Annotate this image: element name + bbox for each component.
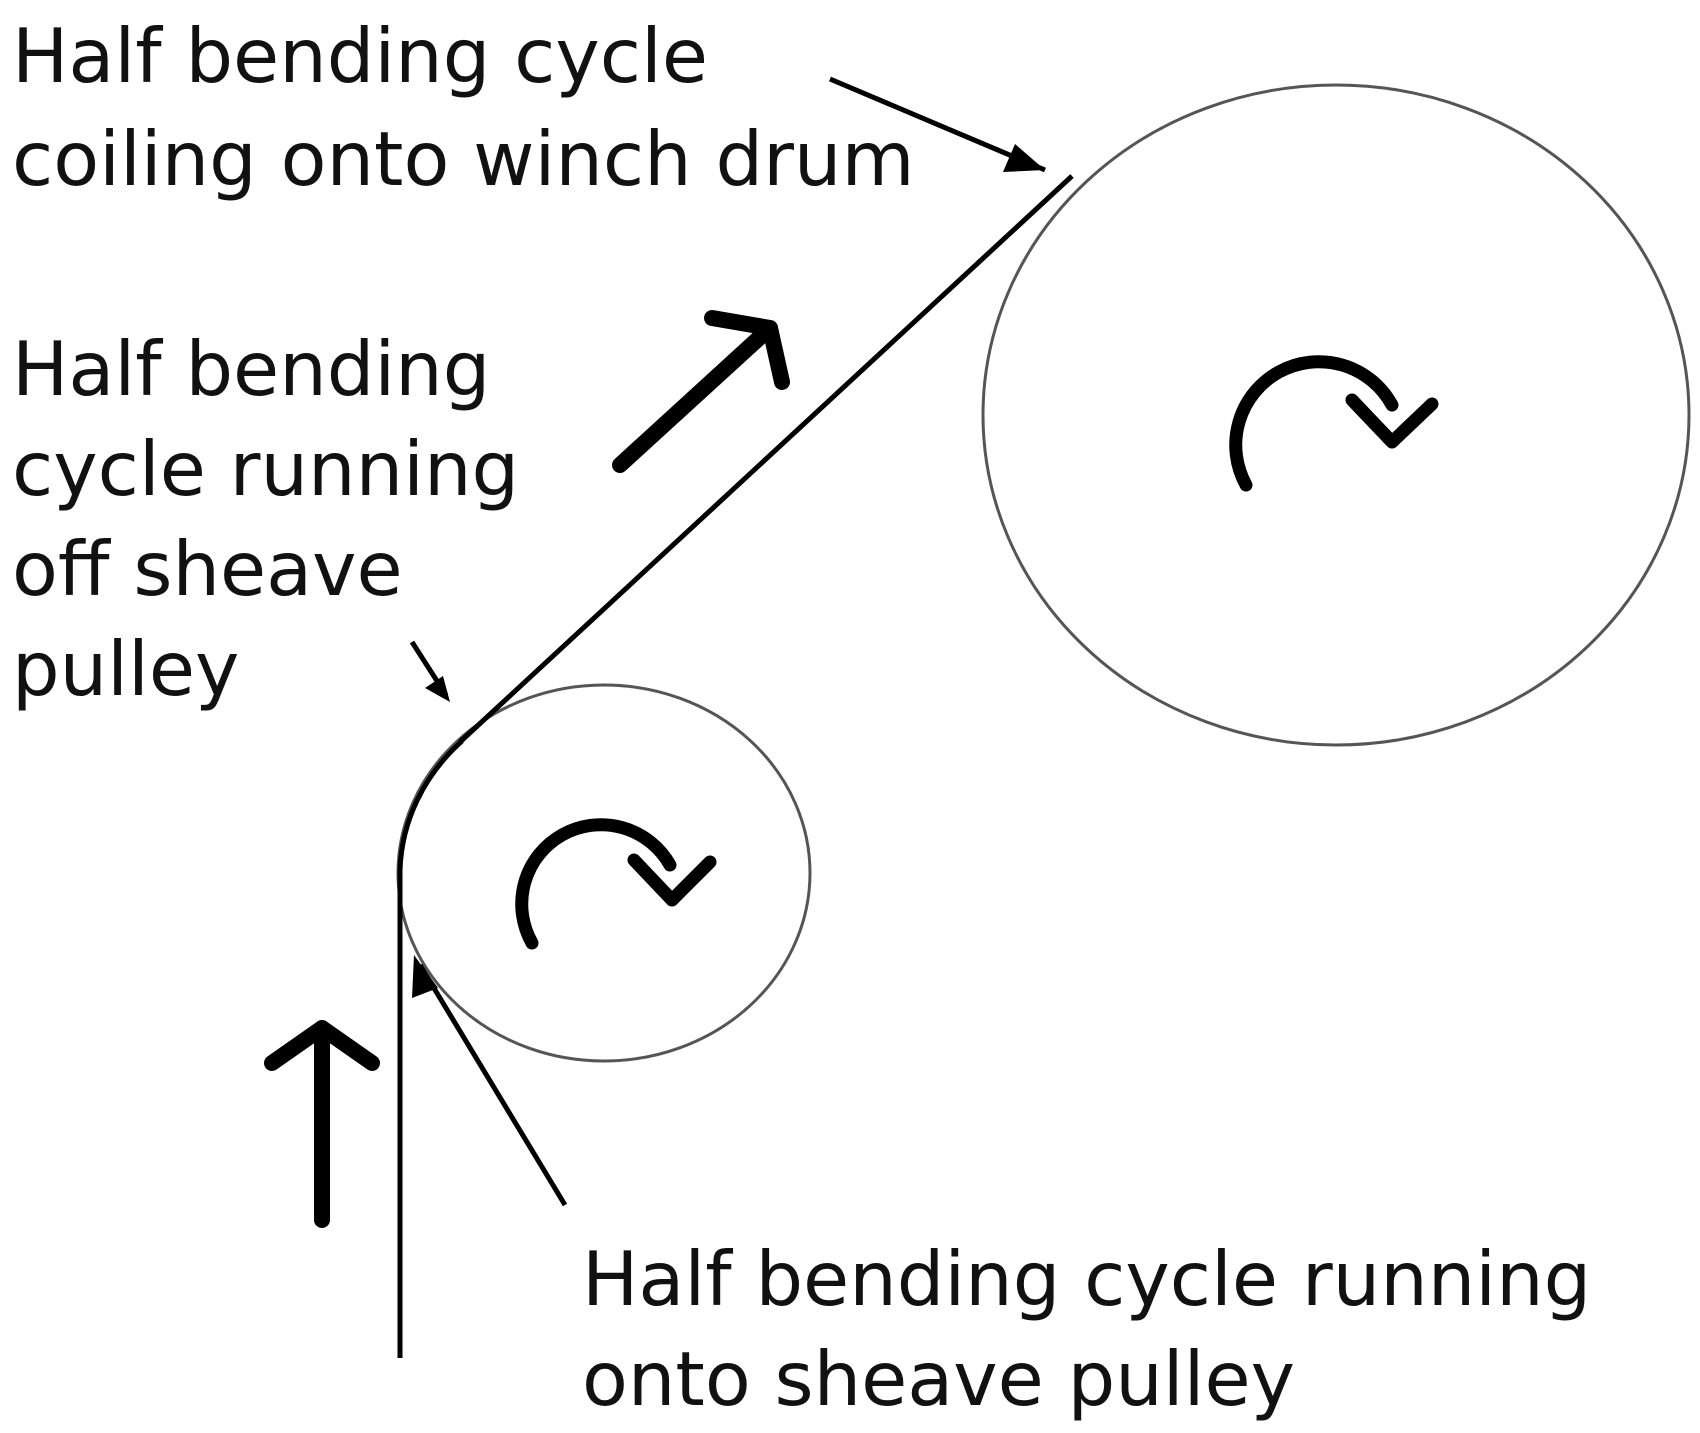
clockwise-rotation-icon: [515, 818, 717, 950]
off-sheave-label-line2: cycle running: [12, 425, 519, 513]
pointer-arrow-onto-sheave: [417, 963, 568, 1207]
off-sheave-label-line4: pulley: [12, 625, 239, 713]
rope-sheave-wrap: [397, 739, 464, 871]
pointer-arrowhead-onto-sheave: [412, 955, 438, 998]
winch-drum-label-line1: Half bending cycle: [12, 12, 708, 100]
winch-drum: [981, 83, 1691, 747]
rope-diagonal-span: [458, 174, 1074, 744]
off-sheave-label-line1: Half bending: [12, 325, 490, 413]
winch-drum-label-line2: coiling onto winch drum: [12, 115, 915, 203]
pointer-arrowhead-off-sheave: [425, 676, 450, 702]
pointer-arrow-winch-drum: [829, 76, 1046, 173]
pointer-arrowhead-winch-drum: [1003, 144, 1045, 172]
arrow-up-icon: [264, 1020, 380, 1228]
off-sheave-label-line3: off sheave: [12, 525, 403, 613]
onto-sheave-label-line2: onto sheave pulley: [582, 1335, 1295, 1423]
onto-sheave-label-line1: Half bending cycle running: [582, 1235, 1591, 1323]
clockwise-rotation-icon: [1229, 355, 1439, 492]
arrow-up-right-icon: [612, 310, 790, 473]
